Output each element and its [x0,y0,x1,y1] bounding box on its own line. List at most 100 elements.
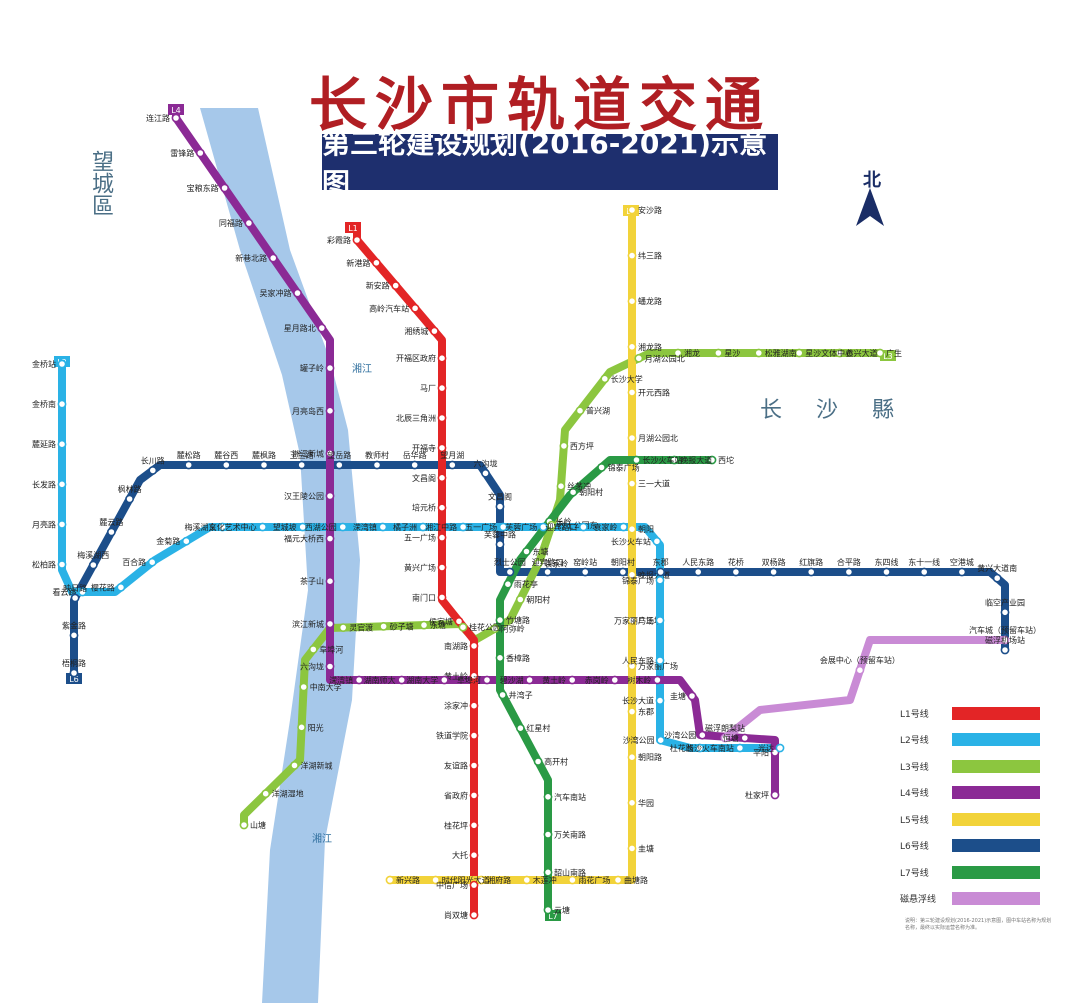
station-label: 月亮岛西 [292,406,324,416]
station-label: 安沙路 [638,205,662,215]
legend-swatch [952,892,1040,906]
station-dot [299,682,309,692]
station-label: 马厂 [420,384,436,393]
station-dot [538,522,548,532]
station-dot [600,374,610,384]
station-label: 中信广场 [436,880,468,890]
station-dot [379,622,388,631]
station-dot [627,433,637,443]
station-label: 新港路 [346,258,370,268]
station-dot [754,348,764,358]
station-dot [391,281,401,290]
station-dot [325,576,335,586]
line-tag-l7: L7 [548,912,558,921]
station-label: 开福寺 [412,444,436,453]
station-dot [437,473,447,483]
station-dot [714,348,723,358]
station-label: 新安路 [366,281,390,291]
station-label: 望月湖 [440,450,464,460]
station-dot [522,875,532,885]
station-label: 湘龙 [684,348,700,358]
station-dot [429,326,439,336]
station-label: 烈士公园 [494,557,526,567]
station-label: 合平路 [837,557,861,567]
station-label: 圭塘 [638,843,654,853]
station-label: 会展中心（预留车站） [820,655,900,665]
legend-label: L2号线 [900,736,929,747]
station-label: 黄土岭 [542,675,566,685]
station-dot [476,875,486,885]
station-dot [371,258,381,268]
station-dot [525,675,534,685]
station-dot [543,792,553,802]
station-label: 汉王陵公园 [284,492,324,501]
station-label: 麓松路 [177,450,201,460]
station-label: 花桥 [728,557,744,567]
station-dot [919,567,929,577]
station-label: 湖南师大 [364,675,396,685]
station-label: 时代阳光大道 [442,875,490,885]
station-dot [195,148,205,158]
station-label: 培元桥 [412,503,436,513]
station-label: 福元大桥西 [284,534,324,544]
line-tag-l1: L1 [348,224,358,233]
river-label: 湘江 [352,362,372,375]
legend-label: L1号线 [900,709,929,720]
legend-swatch [952,759,1040,773]
station-label: 山塘 [250,820,266,830]
station-dot [735,743,745,753]
station-label: 中南大学 [310,682,342,692]
station-label: 雷锋路 [170,148,194,158]
station-dot [397,675,407,685]
station-label: 罐子岭 [300,363,324,373]
region-wangcheng: 望城區 [88,150,113,216]
station-label: 麓谷西 [214,450,238,460]
station-label: 迎宾路口 [545,522,577,532]
station-label: 华园 [638,798,654,808]
station-dot [533,757,543,766]
station-label: 梧桐路 [62,658,86,668]
station-label: 万家丽广场 [638,661,678,671]
station-label: 砂子塘 [390,621,414,631]
station-label: 光达 [758,743,774,753]
station-dot [992,573,1002,583]
station-label: 铁道学院 [436,731,468,741]
station-dot [57,439,67,449]
station-label: 芙蓉广场 [505,522,537,532]
station-dot [338,623,348,632]
station-dot [575,406,585,416]
station-dot [627,661,637,671]
station-label: 窑岭站 [573,557,597,567]
station-label: 曲塘路 [624,875,648,885]
station-label: 长沙大道 [622,696,654,706]
station-label: 迎宾路口 [532,557,564,567]
station-dot [794,348,804,358]
station-label: 西坨 [718,455,734,465]
station-label: 文昌阁 [488,492,512,502]
station-dot [627,524,637,534]
line-tag-l4-box [168,104,184,115]
station-dot [613,875,623,885]
station-dot [627,251,637,260]
station-label: 月亮路 [32,519,56,529]
line-tag-l3: L3 [883,352,893,361]
station-dot [775,743,785,753]
station-dot [325,534,335,543]
station-dot [697,730,707,740]
station-dot [627,479,637,488]
station-dot [655,616,665,625]
station-label: 紫金路 [62,620,86,630]
station-label: 星月路北 [284,323,316,333]
station-label: 杜花路 [670,743,694,753]
station-dot [673,348,683,358]
station-label: 彩霞路 [327,235,351,245]
station-label: 高开村 [544,757,568,767]
station-dot [184,460,194,470]
station-dot [481,468,490,478]
station-label: 万家丽广场 [614,615,654,625]
station-label: 友谊路 [444,761,468,771]
station-label: 磁浮朗梨站 [705,723,745,733]
station-label: 阳光 [308,722,324,732]
station-dot [516,723,525,733]
